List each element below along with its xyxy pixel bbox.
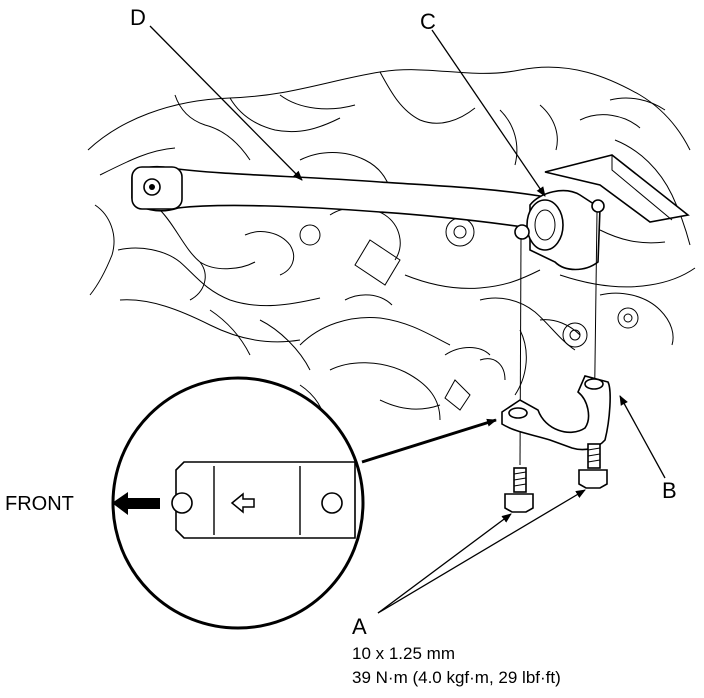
callout-c: C	[420, 9, 436, 34]
callout-d: D	[130, 5, 146, 30]
detail-pointer-arrow	[361, 418, 497, 464]
front-label: FRONT	[5, 493, 74, 515]
arrow-left-filled-icon	[112, 492, 160, 515]
leader-lines	[149, 25, 666, 614]
torque-spec: 39 N·m (4.0 kgf·m, 29 lbf·ft)	[352, 668, 561, 687]
callout-a: A	[352, 614, 367, 639]
stabilizer-holder-bracket	[501, 375, 611, 451]
bolt-size-spec: 10 x 1.25 mm	[352, 644, 455, 663]
bushing	[514, 189, 605, 271]
bolt-left	[504, 467, 534, 513]
stabilizer-bar	[131, 165, 546, 231]
bracket-plate	[544, 154, 690, 223]
bolt-right	[578, 443, 608, 489]
detail-magnifier	[111, 376, 365, 630]
callout-b: B	[662, 478, 677, 503]
chassis-background	[87, 66, 696, 426]
arrow-left-outline-icon	[230, 492, 255, 514]
mounting-bolts	[504, 443, 608, 513]
